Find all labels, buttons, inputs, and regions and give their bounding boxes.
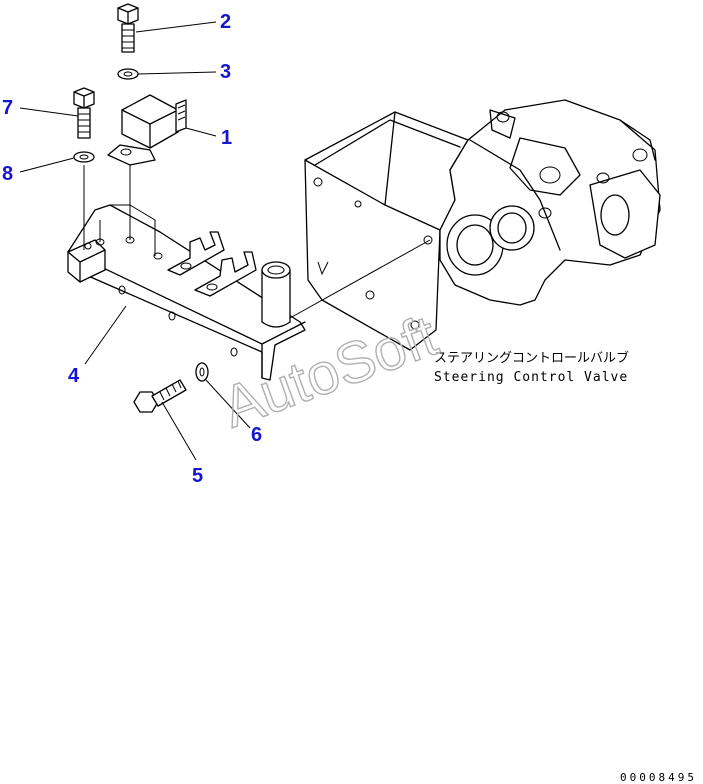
washer-6 [195, 362, 209, 382]
washer-3 [117, 68, 139, 80]
relay [107, 94, 187, 240]
callout-5: 5 [192, 465, 203, 487]
callout-6: 6 [251, 424, 262, 446]
callout-1: 1 [221, 127, 232, 149]
drawing-code: 00008495 [620, 771, 697, 784]
bolt-2 [117, 3, 139, 53]
callout-8: 8 [2, 163, 13, 185]
bolt-5 [133, 379, 187, 413]
bolt-7 [73, 87, 95, 139]
callout-2: 2 [220, 11, 231, 33]
caption-japanese: ステアリングコントロールバルブ [434, 350, 629, 366]
caption-english: Steering Control Valve [434, 370, 628, 385]
washer-8 [73, 151, 95, 163]
bracket [67, 204, 431, 381]
leader-lines [19, 21, 251, 461]
steering-control-valve [304, 99, 661, 351]
callout-4: 4 [68, 365, 80, 387]
callout-7: 7 [2, 97, 13, 119]
callout-3: 3 [220, 61, 231, 83]
